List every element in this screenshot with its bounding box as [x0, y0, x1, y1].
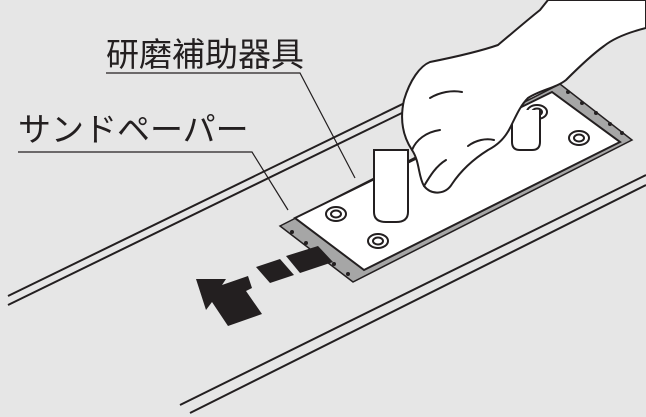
leader-sandpaper — [18, 151, 289, 211]
callout-leaders — [18, 72, 356, 211]
label-sanding-tool: 研磨補助器具 — [106, 35, 304, 74]
handle-post-back — [511, 110, 541, 151]
arrow-head — [196, 276, 262, 326]
arrow-dash-2 — [256, 259, 294, 283]
hand-details — [411, 90, 495, 187]
handle-post-front — [373, 149, 409, 223]
arrow-dash-1 — [286, 246, 333, 273]
label-sandpaper: サンドペーパー — [18, 110, 249, 149]
leader-sanding-tool — [106, 72, 356, 179]
rail-lower-edge-2 — [189, 184, 646, 414]
rail-lower-edge-1 — [179, 174, 646, 406]
arrow-left-down-icon — [196, 246, 333, 326]
hand-icon — [401, 0, 646, 194]
handle — [373, 110, 541, 223]
